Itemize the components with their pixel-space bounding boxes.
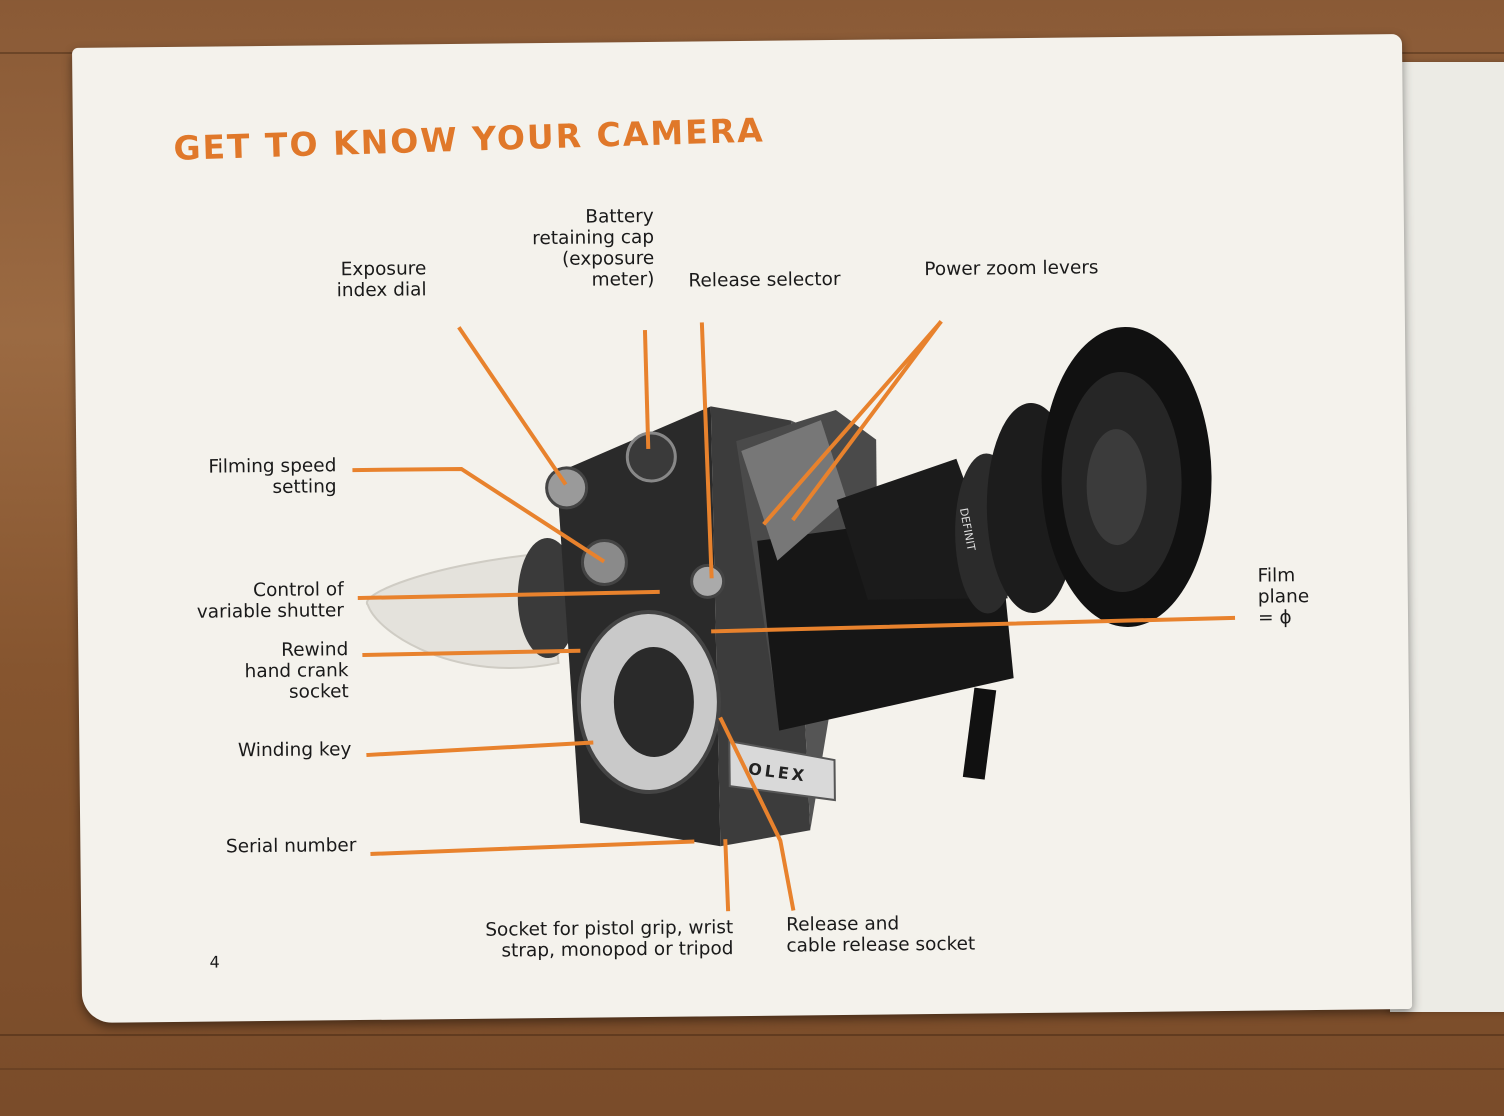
battery-cap [625, 431, 677, 483]
winding-key-center [613, 646, 694, 757]
leader-film-plane [711, 615, 1236, 634]
leader-release-socket [718, 716, 796, 911]
leader-rewind-crank [362, 648, 581, 658]
eyecup-shape [365, 551, 560, 669]
leader-variable-shutter [357, 589, 660, 601]
label-release-and-cable-release-socket: Release and cable release socket [786, 913, 976, 957]
eyecup-mount [517, 538, 578, 659]
label-winding-key: Winding key [237, 739, 352, 762]
leader-release-selector [699, 322, 714, 579]
label-socket-for-pistol-grip: Socket for pistol grip, wrist strap, mon… [485, 917, 734, 962]
lens-glass [1086, 429, 1147, 546]
brand-plate [728, 739, 836, 802]
label-power-zoom-levers: Power zoom levers [924, 257, 1099, 281]
label-release-selector: Release selector [688, 268, 841, 292]
shutter-knob [690, 563, 726, 599]
leader-zoom-1 [762, 320, 943, 526]
leader-battery-cap [642, 329, 651, 450]
leader-filming-speed [352, 466, 606, 564]
handle-stub [962, 687, 997, 780]
leader-winding-key [366, 740, 594, 758]
leader-socket-tripod [723, 839, 731, 912]
exposure-dial [545, 466, 589, 510]
label-exposure-index-dial: Exposure index dial [336, 258, 427, 302]
leader-exposure-index [457, 326, 568, 486]
leader-zoom-2 [791, 320, 943, 522]
leader-serial-number [370, 839, 695, 856]
leader-lines [352, 320, 1236, 912]
label-filming-speed-setting: Filming speed setting [208, 455, 337, 498]
label-rewind-hand-crank-socket: Rewind hand crank socket [244, 639, 349, 703]
camera-illustration: OLEX DEFINIT [352, 320, 1236, 912]
label-battery-retaining-cap: Battery retaining cap (exposure meter) [532, 205, 655, 291]
speed-dial [580, 538, 628, 586]
label-control-of-variable-shutter: Control of variable shutter [196, 579, 345, 623]
label-serial-number: Serial number [225, 835, 357, 858]
label-film-plane: Film plane = ϕ [1257, 565, 1310, 629]
manual-page: GET TO KNOW YOUR CAMERA 4 OLEX DEFINIT [72, 34, 1413, 1023]
